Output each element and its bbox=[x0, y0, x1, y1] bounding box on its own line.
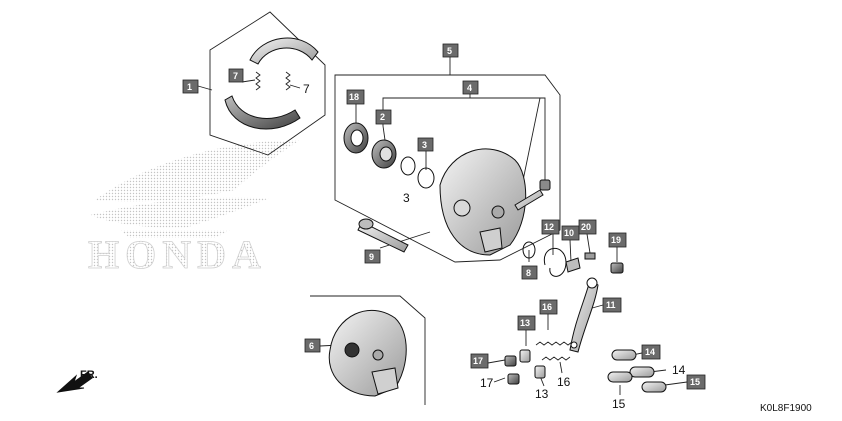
brake-shoe-springs bbox=[255, 71, 291, 91]
spring-16 bbox=[535, 341, 573, 361]
panel-assy-box bbox=[310, 295, 426, 405]
tag-part-9[interactable]: 9 bbox=[364, 249, 381, 264]
brake-shoe-upper bbox=[249, 37, 319, 65]
svg-text:9: 9 bbox=[369, 252, 374, 262]
svg-text:14: 14 bbox=[645, 347, 655, 357]
honda-wing-logo bbox=[90, 140, 300, 238]
brake-panel-assy bbox=[328, 309, 407, 397]
plain-labels: 7 3 17 13 16 14 15 bbox=[303, 82, 686, 411]
label-part-16: 16 bbox=[557, 375, 571, 389]
tag-part-8[interactable]: 8 bbox=[521, 265, 538, 280]
direction-label: FR. bbox=[80, 369, 98, 381]
tag-part-13[interactable]: 13 bbox=[517, 315, 536, 331]
svg-text:13: 13 bbox=[520, 318, 530, 328]
joint-15 bbox=[607, 371, 667, 393]
svg-text:19: 19 bbox=[611, 235, 621, 245]
collar-13 bbox=[519, 349, 546, 379]
oil-seal bbox=[343, 122, 369, 154]
honda-watermark: HONDA bbox=[88, 232, 267, 277]
tag-part-15[interactable]: 15 bbox=[686, 374, 706, 390]
svg-text:1: 1 bbox=[187, 82, 192, 92]
svg-text:5: 5 bbox=[447, 46, 452, 56]
washer-ring bbox=[400, 156, 435, 189]
tag-part-16[interactable]: 16 bbox=[539, 299, 558, 315]
label-part-7: 7 bbox=[303, 82, 310, 96]
tag-part-18[interactable]: 18 bbox=[346, 89, 365, 105]
label-part-17: 17 bbox=[480, 376, 494, 390]
direction-arrow: FR. bbox=[56, 369, 98, 393]
tag-part-1[interactable]: 1 bbox=[182, 79, 199, 94]
nut-17 bbox=[504, 355, 520, 385]
speedometer-shaft bbox=[514, 179, 551, 211]
label-part-3: 3 bbox=[403, 191, 410, 205]
tag-part-12[interactable]: 12 bbox=[541, 219, 560, 235]
svg-text:3: 3 bbox=[422, 140, 427, 150]
wear-indicator bbox=[565, 257, 581, 273]
tag-part-6[interactable]: 6 bbox=[304, 338, 321, 353]
tag-part-4[interactable]: 4 bbox=[462, 80, 479, 95]
tag-part-5[interactable]: 5 bbox=[442, 43, 459, 58]
brake-cam bbox=[357, 218, 409, 253]
tag-part-7[interactable]: 7 bbox=[228, 68, 244, 83]
bolt-20 bbox=[584, 252, 596, 260]
speedometer-gear bbox=[371, 139, 397, 169]
label-part-15: 15 bbox=[612, 397, 626, 411]
tag-part-17[interactable]: 17 bbox=[470, 353, 489, 369]
brake-shoe-box bbox=[209, 11, 326, 156]
tag-part-14[interactable]: 14 bbox=[641, 344, 661, 360]
nut-19 bbox=[610, 262, 624, 274]
svg-text:15: 15 bbox=[690, 377, 700, 387]
tag-part-19[interactable]: 19 bbox=[608, 232, 627, 248]
svg-text:12: 12 bbox=[544, 222, 554, 232]
tag-part-3[interactable]: 3 bbox=[417, 137, 434, 152]
svg-text:20: 20 bbox=[581, 222, 591, 232]
joint-14 bbox=[611, 349, 655, 378]
brake-arm bbox=[569, 277, 599, 353]
tag-part-10[interactable]: 10 bbox=[561, 225, 580, 241]
label-part-13: 13 bbox=[535, 387, 549, 401]
brake-panel bbox=[439, 148, 527, 256]
reference-code: K0L8F1900 bbox=[760, 403, 812, 414]
svg-text:11: 11 bbox=[606, 300, 616, 310]
leader-lines bbox=[197, 57, 688, 395]
brake-panel-box bbox=[334, 74, 561, 263]
brake-shoe-lower bbox=[224, 95, 301, 130]
svg-text:16: 16 bbox=[542, 302, 552, 312]
svg-text:18: 18 bbox=[349, 92, 359, 102]
svg-text:17: 17 bbox=[473, 356, 483, 366]
svg-text:2: 2 bbox=[380, 112, 385, 122]
tag-part-2[interactable]: 2 bbox=[375, 109, 392, 125]
svg-text:10: 10 bbox=[564, 228, 574, 238]
svg-text:4: 4 bbox=[467, 83, 472, 93]
svg-text:7: 7 bbox=[233, 71, 238, 81]
svg-text:8: 8 bbox=[526, 268, 531, 278]
tag-part-11[interactable]: 11 bbox=[602, 297, 622, 313]
label-part-14: 14 bbox=[672, 363, 686, 377]
svg-text:6: 6 bbox=[309, 341, 314, 351]
tag-part-20[interactable]: 20 bbox=[578, 219, 597, 235]
